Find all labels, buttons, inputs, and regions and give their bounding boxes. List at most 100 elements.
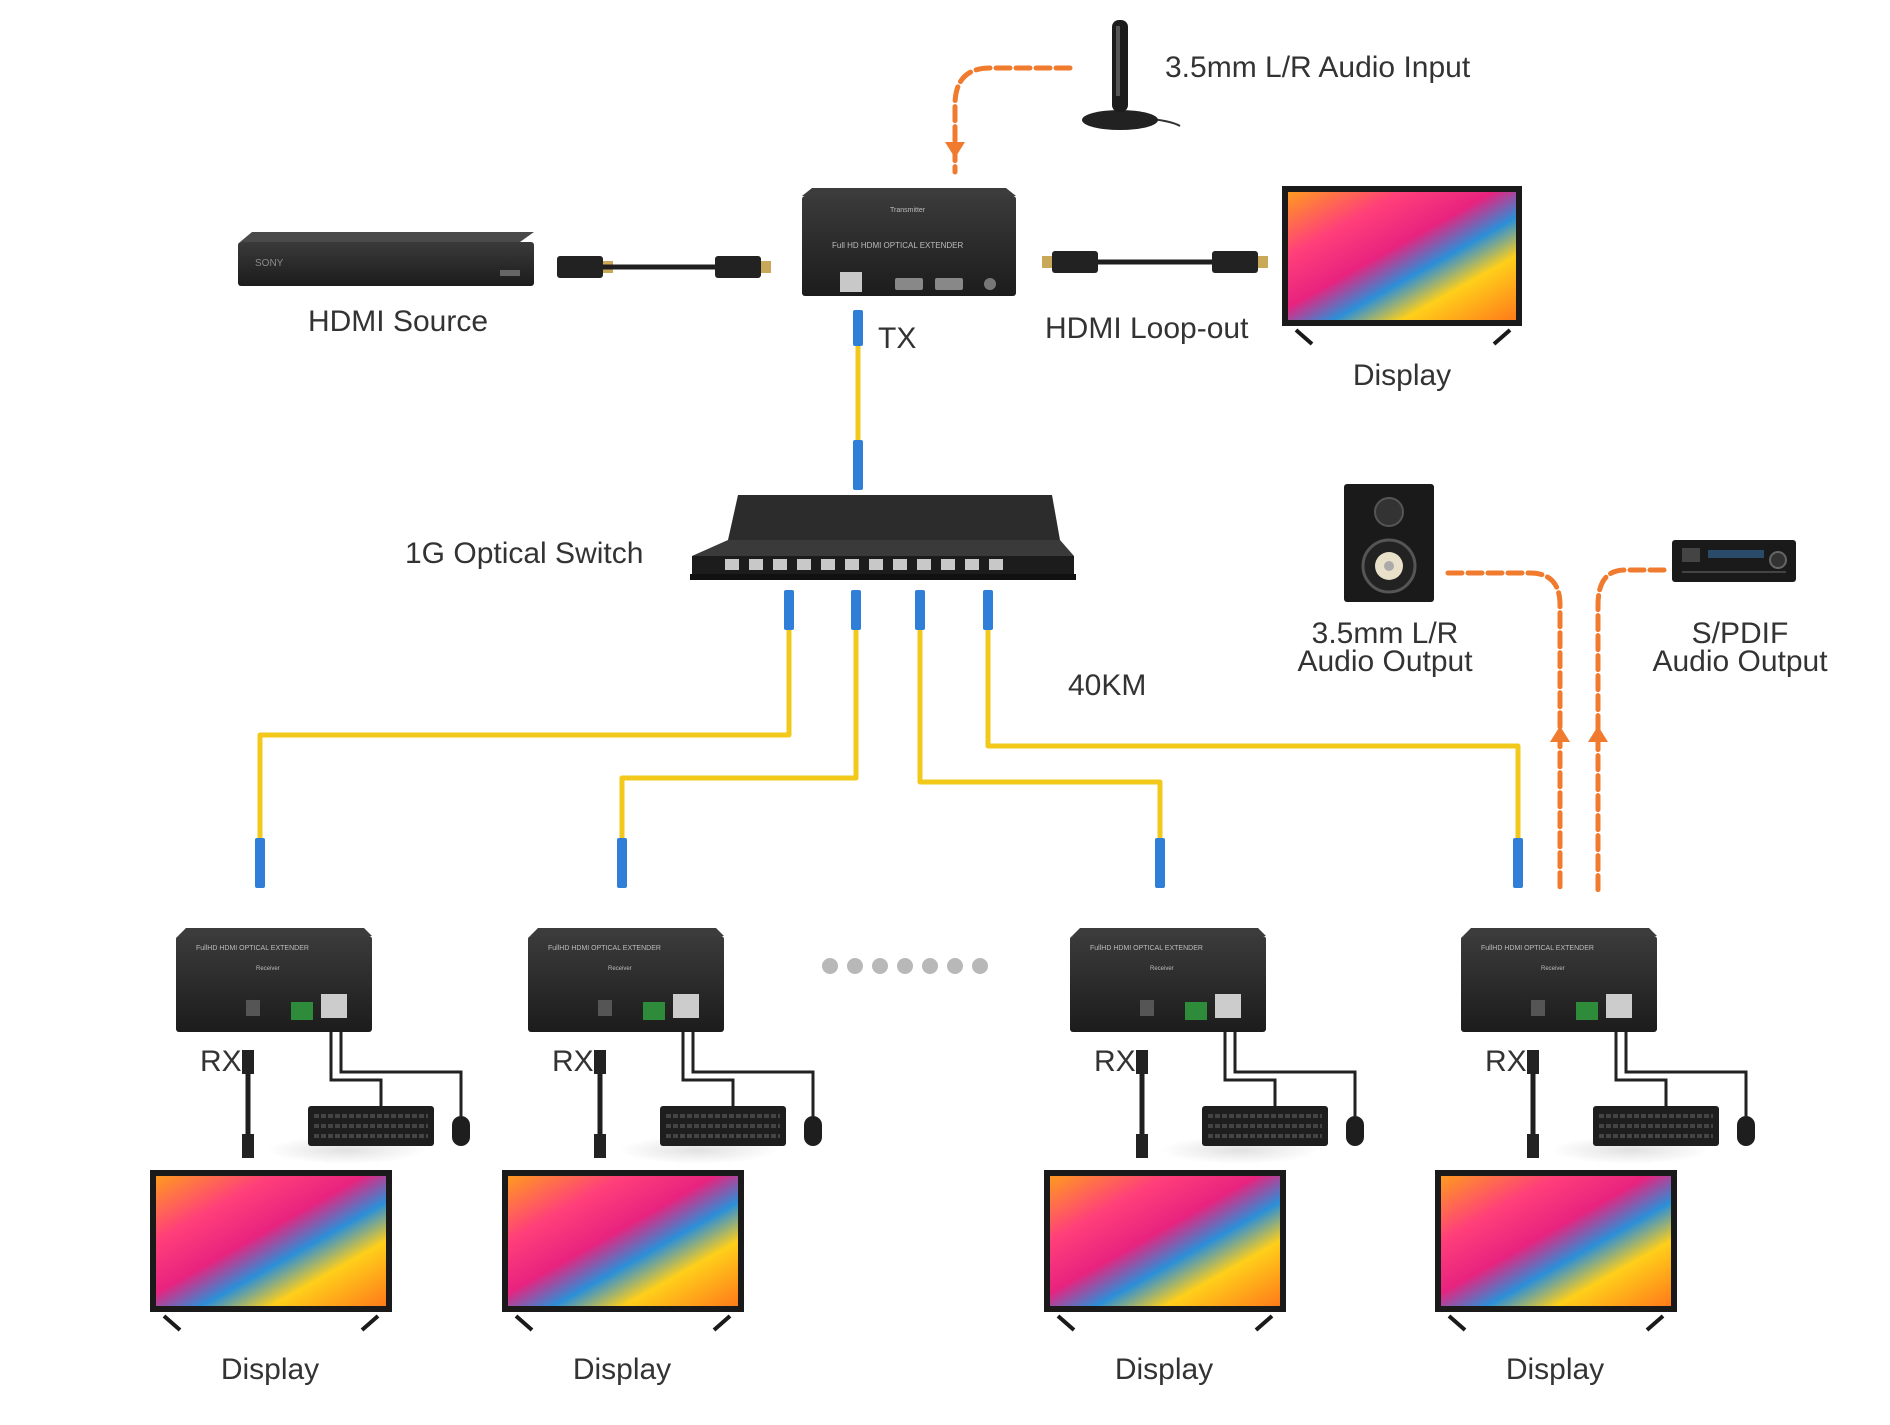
hdmi-cable-source — [557, 256, 771, 278]
spdif-label-line1: S/PDIF — [1691, 617, 1789, 650]
display-label: Display — [220, 1353, 320, 1386]
rx-label: RX — [1485, 1045, 1527, 1078]
switch-port — [917, 559, 931, 570]
hdmi-plug — [1136, 1050, 1148, 1074]
speaker-icon — [1344, 484, 1434, 602]
rx-terminal — [291, 1002, 313, 1020]
hdmi-plug — [1527, 1050, 1539, 1074]
mouse-icon — [804, 1116, 822, 1146]
rx-unit-top — [530, 928, 724, 936]
rx-usb-port — [673, 994, 699, 1018]
spdif-label-line2: Audio Output — [1652, 645, 1828, 678]
fiber-switch-to-rx1 — [257, 625, 792, 840]
hdmi-plug — [1136, 1134, 1148, 1158]
rx-terminal — [1185, 1002, 1207, 1020]
rx-role: Receiver — [256, 966, 280, 972]
fiber-switch-to-rx3 — [917, 625, 1163, 840]
hdmi-loop-out-label: HDMI Loop-out — [1045, 312, 1249, 345]
fiber-connector — [983, 590, 993, 630]
rx-label: RX — [200, 1045, 242, 1078]
display-screen — [1050, 1176, 1280, 1306]
display-screen — [156, 1176, 386, 1306]
display-top-label: Display — [1352, 359, 1452, 392]
tx-role: Transmitter — [890, 207, 926, 214]
display-foot — [162, 1314, 182, 1332]
player-brand: SONY — [255, 258, 284, 269]
display-foot — [1447, 1314, 1467, 1332]
audio-input-arrow — [952, 65, 1073, 175]
distance-label: 40KM — [1068, 669, 1147, 702]
display-foot — [712, 1314, 732, 1332]
hdmi-plug — [1527, 1134, 1539, 1158]
usb-cable — [1223, 1032, 1277, 1106]
fiber-connector — [853, 310, 863, 346]
tx-title: Full HD HDMI OPTICAL EXTENDER — [832, 241, 963, 250]
receiver-groups: FullHD HDMI OPTICAL EXTENDERReceiverFull… — [150, 928, 1755, 1332]
usb-cable — [1624, 1032, 1748, 1116]
fiber-switch-to-rx2 — [619, 625, 859, 840]
arrow-head-up — [1550, 726, 1570, 742]
rx-unit-top — [1072, 928, 1266, 936]
av-receiver-icon — [1672, 540, 1796, 582]
rx-port — [246, 1000, 260, 1016]
switch-port — [869, 559, 883, 570]
hdmi-source-label: HDMI Source — [307, 305, 489, 338]
audio-output-arrow — [1445, 570, 1563, 893]
audio-output-label-line1: 3.5mm L/R — [1311, 617, 1459, 650]
fiber-connector — [617, 838, 627, 888]
rx-unit-top — [1463, 928, 1657, 936]
tx-label: TX — [878, 322, 917, 355]
mouse-icon — [1346, 1116, 1364, 1146]
usb-cable — [691, 1032, 815, 1116]
display-foot — [514, 1314, 534, 1332]
ellipsis-dot — [972, 958, 988, 974]
arrow-head-down — [945, 142, 965, 158]
switch-port — [989, 559, 1003, 570]
audio-arrows — [952, 65, 1667, 893]
fiber-connector — [784, 590, 794, 630]
fiber-connector — [851, 590, 861, 630]
ellipsis-dot — [922, 958, 938, 974]
hdmi-plug — [242, 1134, 254, 1158]
fiber-connector — [255, 838, 265, 888]
audio-output-label-line2: Audio Output — [1297, 645, 1473, 678]
hdmi-plug — [594, 1050, 606, 1074]
arrow-head-up — [1588, 726, 1608, 742]
rx-title: FullHD HDMI OPTICAL EXTENDER — [1481, 945, 1594, 952]
rx-title: FullHD HDMI OPTICAL EXTENDER — [548, 945, 661, 952]
display-foot — [360, 1314, 380, 1332]
ellipsis-dot — [947, 958, 963, 974]
fiber-connector — [1513, 838, 1523, 888]
rx-role: Receiver — [1150, 966, 1174, 972]
mouse-icon — [1737, 1116, 1755, 1146]
rx-title: FullHD HDMI OPTICAL EXTENDER — [196, 945, 309, 952]
usb-cable — [1233, 1032, 1357, 1116]
hdmi-source-player-icon: SONY — [238, 232, 534, 286]
switch-port — [893, 559, 907, 570]
rx-title: FullHD HDMI OPTICAL EXTENDER — [1090, 945, 1203, 952]
display-label: Display — [1114, 1353, 1214, 1386]
rx-usb-port — [321, 994, 347, 1018]
rx-role: Receiver — [608, 966, 632, 972]
hdmi-plug — [594, 1134, 606, 1158]
rx-terminal — [643, 1002, 665, 1020]
display-foot — [1056, 1314, 1076, 1332]
rx-label: RX — [1094, 1045, 1136, 1078]
fiber-connector — [915, 590, 925, 630]
display-label: Display — [1505, 1353, 1605, 1386]
switch-port — [941, 559, 955, 570]
switch-port — [821, 559, 835, 570]
fiber-connectors — [255, 310, 1523, 888]
ellipsis-dot — [897, 958, 913, 974]
rx-port — [1140, 1000, 1154, 1016]
usb-cable — [1614, 1032, 1668, 1106]
usb-cable — [681, 1032, 735, 1106]
ellipsis-dot — [822, 958, 838, 974]
display-foot — [1645, 1314, 1665, 1332]
ellipsis-dot — [872, 958, 888, 974]
switch-port — [845, 559, 859, 570]
hdmi-cable-loop-out — [1042, 251, 1268, 273]
display-foot — [1254, 1314, 1274, 1332]
